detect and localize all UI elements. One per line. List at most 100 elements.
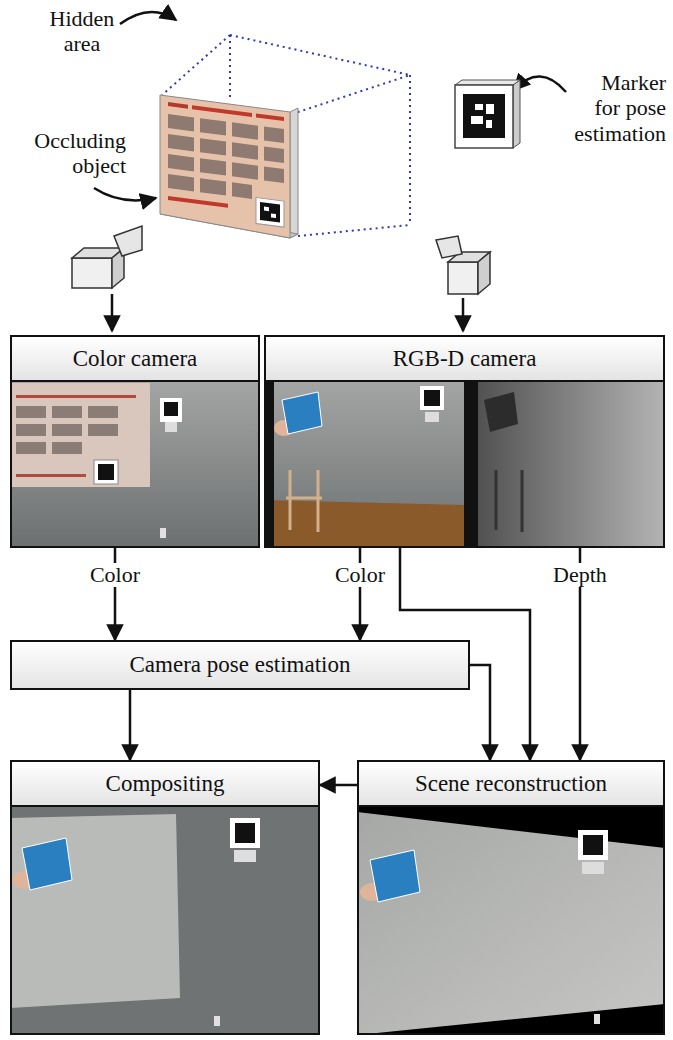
box-text: RGB-D camera xyxy=(393,346,537,371)
occluding-calendar-part-part-part xyxy=(200,118,226,135)
rgbd-color-photo xyxy=(264,380,464,548)
color-camera-photo-part xyxy=(165,422,177,432)
color-camera-photo-part-part xyxy=(88,424,118,436)
camera-panel: Color camera xyxy=(10,335,260,548)
hidden-area-outline-part xyxy=(409,75,411,225)
pointer-arrows-part xyxy=(94,188,156,200)
compositing-photo xyxy=(10,805,320,1035)
rgbd-camera-icon-part xyxy=(478,252,490,294)
compositing-photo-part xyxy=(214,1016,220,1026)
occluding-calendar-part-part-part xyxy=(232,142,258,159)
occluding-calendar-part-part-part xyxy=(264,127,284,144)
occluding-calendar-part-part-part xyxy=(264,167,284,184)
box-title: RGB-D camera xyxy=(266,337,663,382)
occluding-calendar-part-part-part xyxy=(264,147,284,164)
camera-arrows-part xyxy=(111,294,114,331)
box-title: Scene reconstruction xyxy=(359,762,663,807)
rgbd-color-photo-part xyxy=(286,470,322,532)
rgbd-color-photo-part xyxy=(264,380,464,548)
occluding-calendar-part xyxy=(160,95,290,238)
pose-marker-part xyxy=(463,94,505,138)
occluding-calendar-part-part-part xyxy=(200,178,226,195)
hidden-area-outline-part xyxy=(230,35,410,75)
box-title: Camera pose estimation xyxy=(12,642,468,688)
callout-label: Marker for pose estimation xyxy=(572,70,666,146)
result-panel: Compositing xyxy=(10,760,320,1035)
color-camera-photo-part xyxy=(10,380,260,548)
occluding-calendar xyxy=(160,95,298,238)
edge-label: Depth xyxy=(550,563,610,587)
hidden-area-outline-part xyxy=(162,35,230,95)
connector-arrow xyxy=(359,548,362,640)
box-title: Color camera xyxy=(12,337,258,382)
color-camera-photo-part xyxy=(98,464,114,480)
occluding-calendar-part-part-part xyxy=(168,174,194,191)
compositing-photo-part xyxy=(230,818,260,848)
occluding-calendar-part-part-part xyxy=(200,158,226,175)
occluding-calendar-part-part-part xyxy=(232,122,258,139)
rgbd-depth-photo-part xyxy=(496,470,522,532)
occluding-calendar-part xyxy=(290,108,298,238)
color-camera-photo-part-part xyxy=(52,442,82,454)
compositing-photo-part xyxy=(10,805,320,1035)
occluding-calendar-part-part xyxy=(168,196,228,208)
color-camera-icon-part xyxy=(114,226,142,256)
color-camera-photo-part-part xyxy=(16,424,46,436)
reconstruction-photo-part xyxy=(583,835,603,855)
occluding-calendar-part-part xyxy=(192,105,252,117)
rgbd-color-photo-part xyxy=(420,386,444,410)
edge-label: Color xyxy=(87,563,143,587)
box-text: Color camera xyxy=(73,346,198,371)
reconstruction-photo-part xyxy=(357,805,665,1035)
process-box: Camera pose estimation xyxy=(10,640,470,690)
occluding-calendar-part-part xyxy=(271,213,276,218)
callout-label: Occluding object xyxy=(14,128,126,179)
camera-arrows-part xyxy=(462,298,465,331)
color-camera-photo-part-part xyxy=(52,424,82,436)
color-camera-photo-part-part xyxy=(16,395,136,398)
occluding-calendar-part-part xyxy=(264,207,269,212)
rgbd-color-photo-part xyxy=(424,390,440,406)
pose-marker-part xyxy=(513,80,520,148)
hidden-area-outline-part xyxy=(229,35,231,100)
color-camera-photo-part-part xyxy=(16,442,46,454)
hidden-area-outline-part xyxy=(292,75,410,114)
color-camera-icon-part xyxy=(72,258,112,288)
callout-label: Hidden area xyxy=(36,6,128,57)
pose-marker xyxy=(455,80,520,148)
rgbd-depth-photo xyxy=(464,380,665,548)
edge-label: Color xyxy=(332,563,388,587)
reconstruction-photo xyxy=(357,805,665,1035)
rgbd-depth-photo-part xyxy=(484,392,518,432)
pose-marker-part xyxy=(486,104,494,114)
occluding-calendar-part-part-part xyxy=(232,162,258,179)
box-text: Compositing xyxy=(106,771,225,796)
rgbd-camera-icon xyxy=(436,236,490,294)
reconstruction-photo-part xyxy=(578,830,608,860)
reconstruction-photo-part xyxy=(594,1014,600,1024)
rgbd-color-photo-part-part xyxy=(289,470,292,530)
color-camera-photo-part xyxy=(10,383,150,487)
occluding-calendar-part-part-part xyxy=(168,134,194,151)
color-camera-photo-part-part xyxy=(52,406,82,418)
color-camera-photo-part-part xyxy=(16,474,86,477)
color-camera-photo-part xyxy=(164,402,178,416)
pointer-arrows-part xyxy=(120,12,176,24)
occluding-calendar-part-part-part xyxy=(168,154,194,171)
color-camera-photo-part-part xyxy=(16,406,46,418)
connector-arrow xyxy=(129,690,132,760)
rgbd-color-photo-part-part xyxy=(317,470,320,532)
rgbd-depth-photo-part-part xyxy=(521,470,524,532)
pose-marker-part xyxy=(486,120,492,128)
reconstruction-photo-part xyxy=(582,862,604,874)
occluding-calendar-part-part xyxy=(256,197,284,227)
hidden-area-outline-part xyxy=(298,225,410,236)
rgbd-depth-photo-part xyxy=(464,380,665,548)
camera-panel: RGB-D camera xyxy=(264,335,665,548)
color-camera-icon xyxy=(72,226,142,288)
rgbd-camera-icon-part xyxy=(448,262,478,294)
rgbd-color-photo-part xyxy=(425,412,439,422)
connector-arrow xyxy=(114,548,117,640)
reconstruction-photo-part xyxy=(370,850,420,902)
